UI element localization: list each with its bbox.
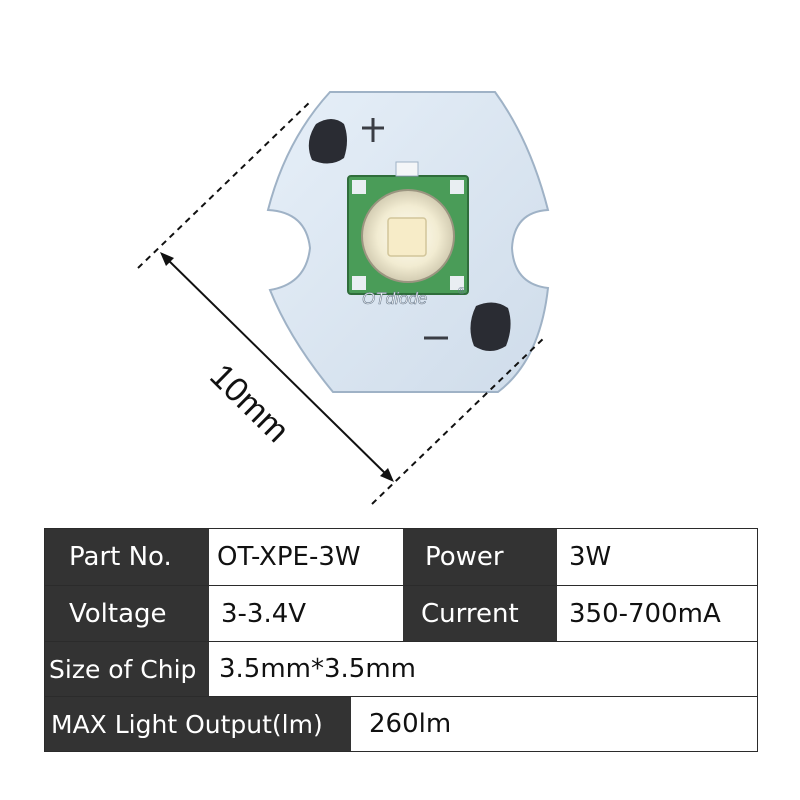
chip-size-label: Size of Chip — [45, 642, 209, 696]
solder-pad-bottom-right — [470, 302, 511, 351]
spec-divider — [45, 585, 757, 586]
spec-row-voltage-current: Voltage 3-3.4V Current 350-700mA — [45, 586, 757, 641]
dimension-label: 10mm — [202, 357, 296, 450]
part-no-label: Part No. — [45, 529, 209, 585]
dimension-extension-lines — [137, 99, 547, 505]
led-top-contact — [395, 161, 419, 177]
led-corner-pad — [352, 180, 366, 194]
dimension-arrowhead-start — [160, 252, 174, 266]
spec-row-part-power: Part No. OT-XPE-3W Power 3W — [45, 529, 757, 585]
spec-divider — [45, 696, 757, 697]
led-die — [387, 217, 427, 257]
spec-row-max-output: MAX Light Output(lm) 260lm — [45, 697, 757, 751]
part-no-value: OT-XPE-3W — [209, 529, 403, 585]
pcb-logo-text: OTdiode — [362, 289, 427, 308]
current-label: Current — [403, 586, 557, 641]
spec-row-chip-size: Size of Chip 3.5mm*3.5mm — [45, 642, 757, 696]
plus-polarity-icon — [362, 118, 384, 142]
led-corner-pad — [352, 276, 366, 290]
led-corner-pad — [450, 276, 464, 290]
max-output-value: 260lm — [351, 697, 757, 751]
power-value: 3W — [557, 529, 757, 585]
registered-mark: ® — [458, 286, 466, 297]
dimension-arrow-line — [161, 253, 393, 481]
spec-table: Part No. OT-XPE-3W Power 3W Voltage 3-3.… — [44, 528, 758, 752]
led-corner-pad — [450, 180, 464, 194]
chip-size-value: 3.5mm*3.5mm — [209, 642, 757, 696]
solder-pad-top-left — [308, 119, 347, 164]
led-product-illustration: OTdiode ® 10mm — [137, 91, 550, 505]
current-value: 350-700mA — [557, 586, 757, 641]
power-label: Power — [403, 529, 557, 585]
max-output-label: MAX Light Output(lm) — [45, 697, 351, 751]
dimension-arrowhead-end — [380, 468, 394, 482]
voltage-value: 3-3.4V — [209, 586, 403, 641]
voltage-label: Voltage — [45, 586, 209, 641]
spec-divider — [45, 641, 757, 642]
